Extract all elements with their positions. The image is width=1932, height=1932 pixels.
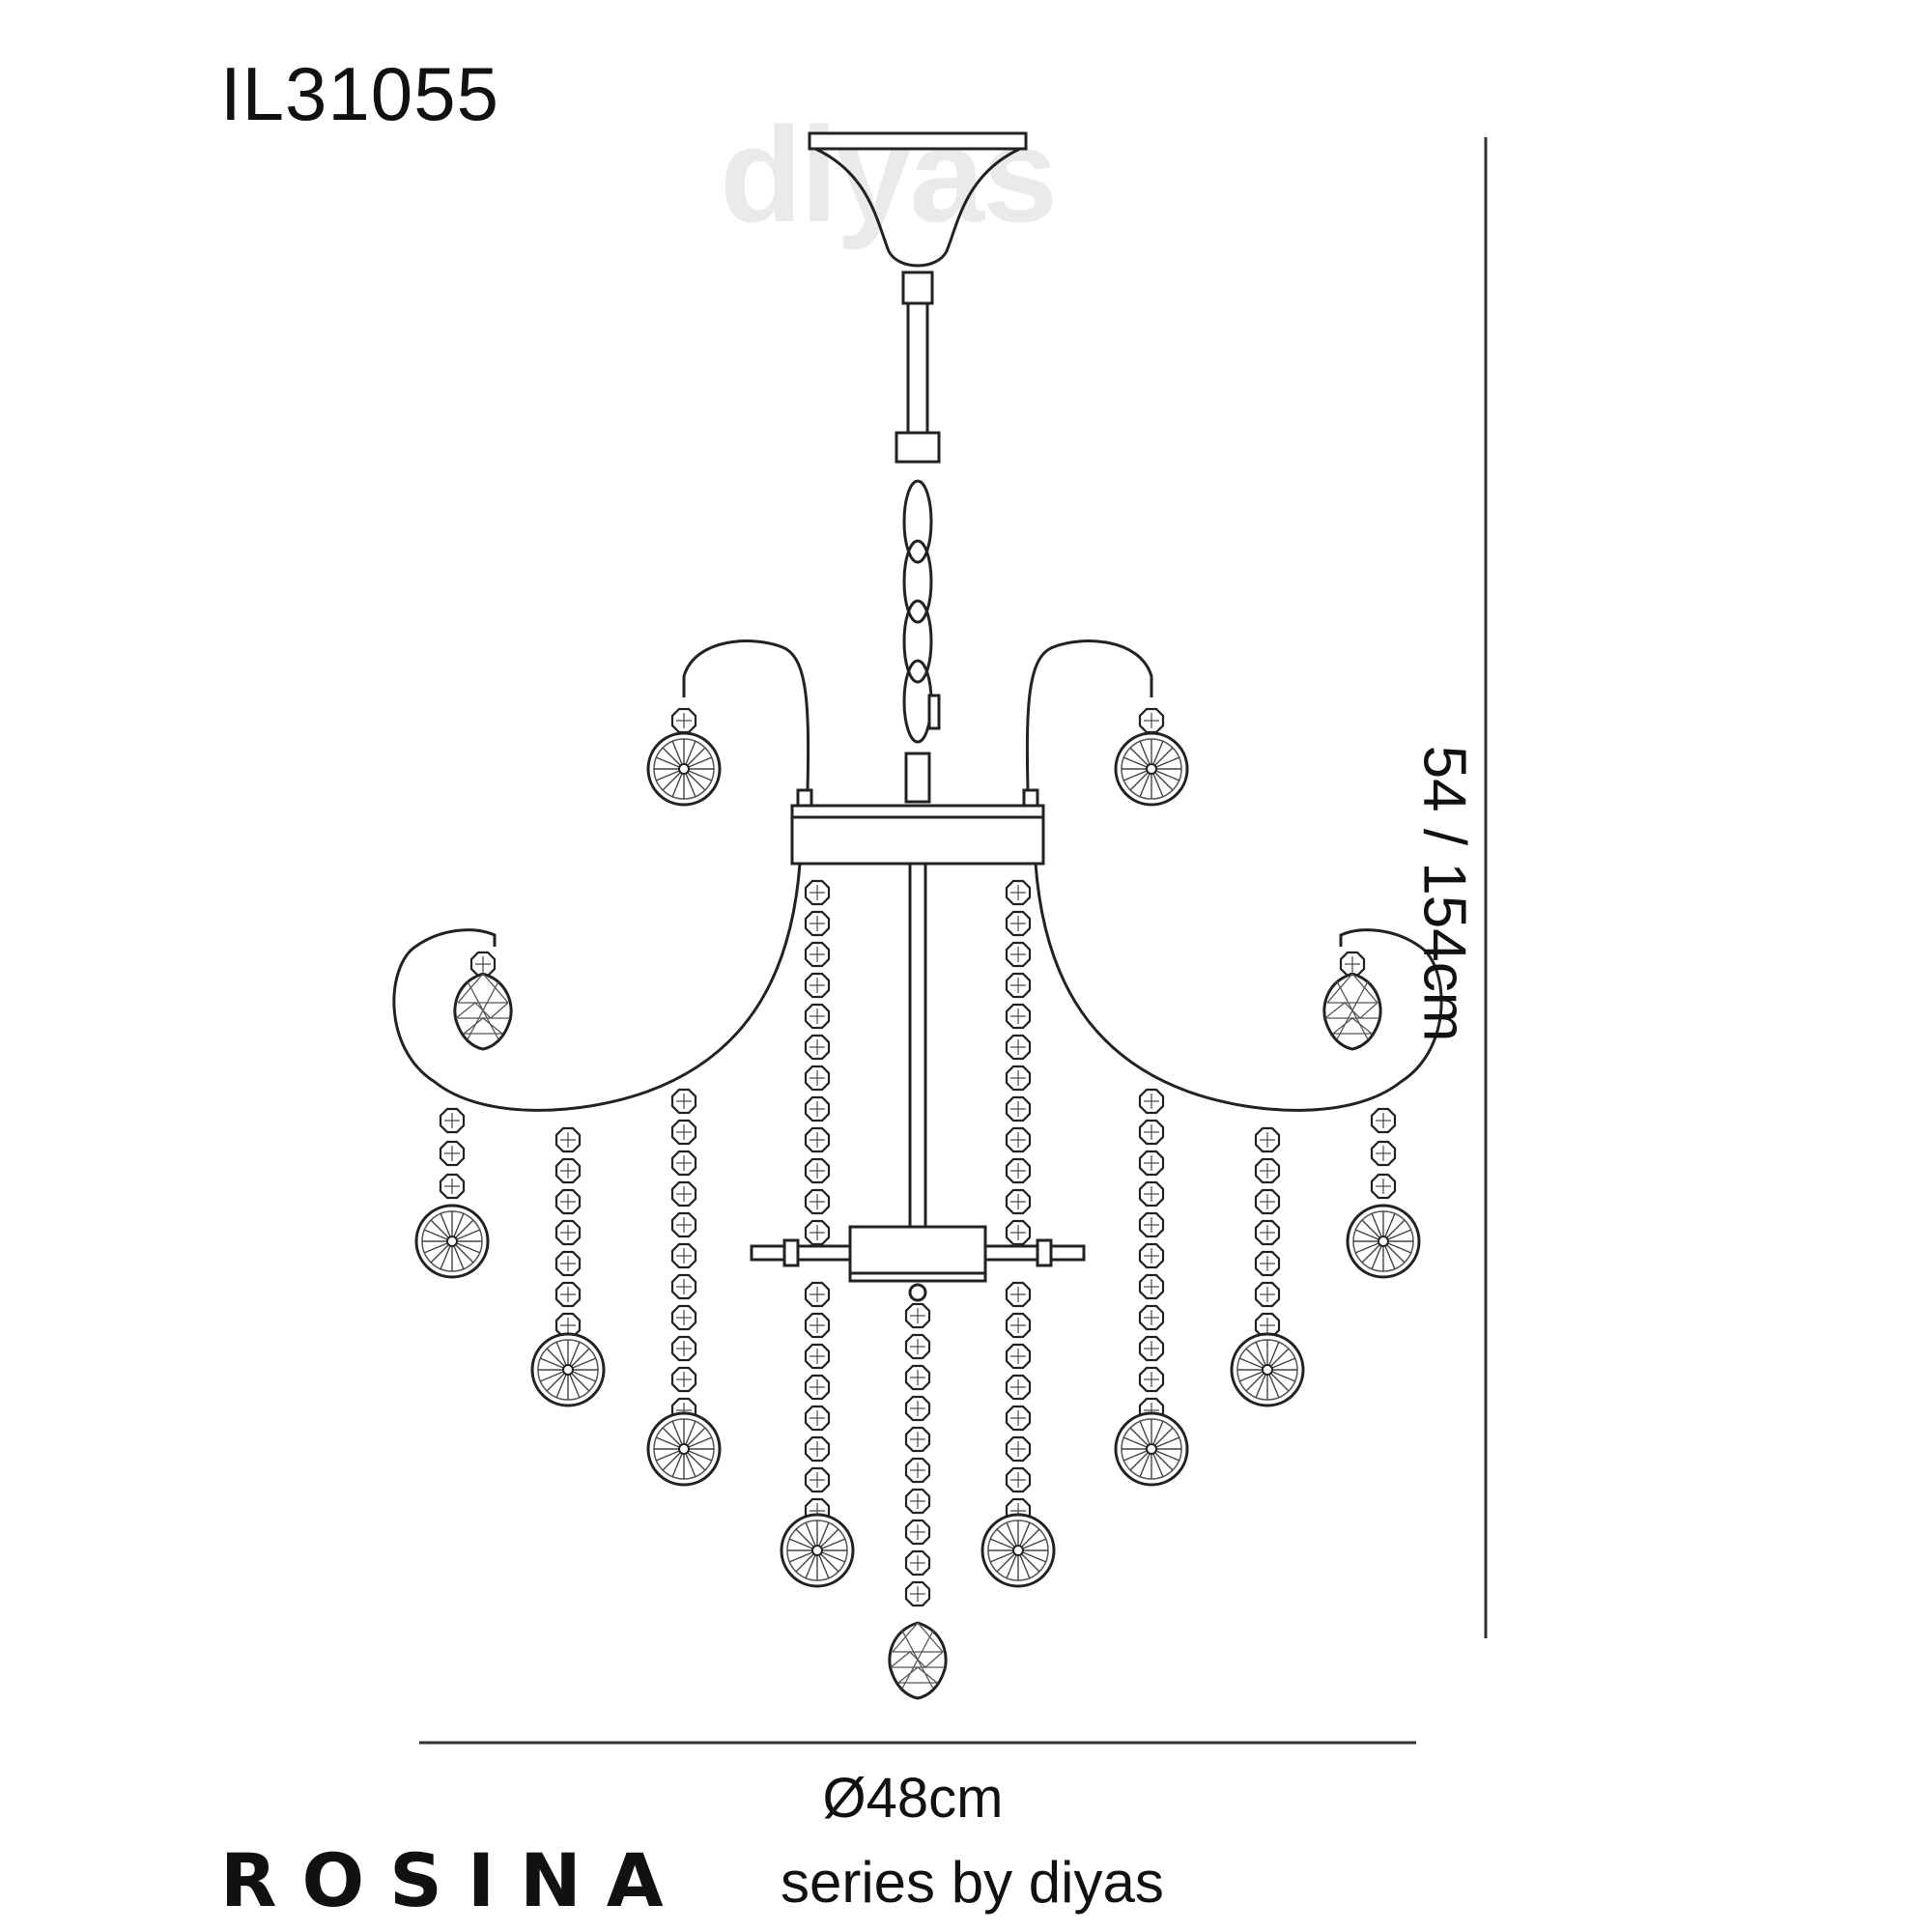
series-byline: series by diyas [781, 1850, 1164, 1915]
product-code: IL31055 [220, 51, 499, 136]
height-dimension-text: 54 / 154cm [1410, 745, 1478, 1042]
brand-watermark: diyas [720, 99, 1058, 250]
diameter-dimension: Ø48cm [822, 1767, 1004, 1830]
series-name: ROSINA [220, 1837, 689, 1923]
